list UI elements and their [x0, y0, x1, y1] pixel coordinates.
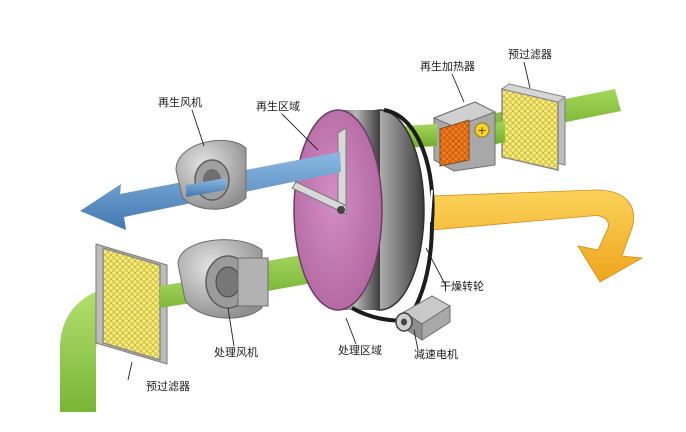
label-regen-heater: 再生加热器 [420, 60, 475, 73]
regen-fan [175, 139, 247, 210]
label-prefilter-bottom: 预过滤器 [146, 380, 190, 393]
leader-lines [127, 61, 531, 381]
label-prefilter-top: 预过滤器 [508, 48, 552, 61]
label-process-zone: 处理区域 [338, 344, 382, 357]
gear-motor [395, 295, 451, 341]
label-gear-motor: 减速电机 [414, 348, 458, 361]
prefilter-top [500, 83, 567, 171]
process-fan [177, 239, 269, 319]
desiccant-wheel [293, 108, 435, 311]
label-regen-fan: 再生风机 [158, 96, 202, 109]
regen-heater: + [432, 101, 497, 172]
label-desiccant-wheel: 干燥转轮 [440, 280, 484, 293]
label-process-fan: 处理风机 [214, 346, 258, 359]
prefilter-bottom [95, 243, 168, 365]
label-regen-zone: 再生区域 [256, 100, 300, 113]
svg-text:+: + [477, 124, 486, 137]
dry-air-outlet-arrow [431, 189, 644, 283]
